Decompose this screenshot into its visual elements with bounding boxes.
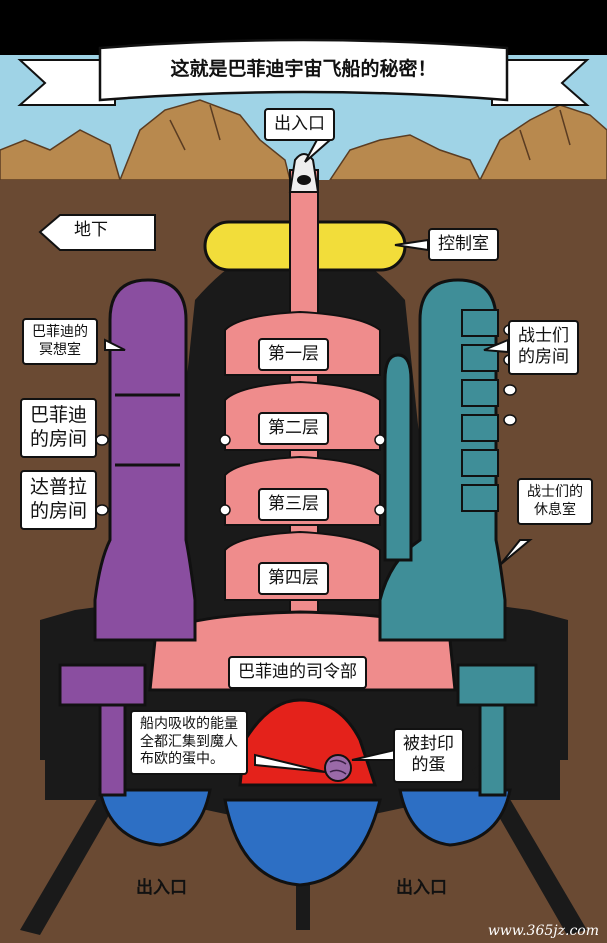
label-top-entrance: 出入口	[264, 108, 335, 142]
label-energy-line3: 布欧的蛋中。	[140, 751, 224, 767]
landing-pod-left	[98, 788, 212, 847]
left-tower	[93, 278, 197, 642]
label-warriors-rest-line2: 休息室	[534, 501, 576, 518]
banner	[98, 38, 509, 102]
label-floor-3: 第三层	[258, 488, 329, 522]
label-floor-2: 第二层	[258, 412, 329, 446]
label-sealed-egg: 被封印 的蛋	[393, 728, 464, 783]
label-command: 巴菲迪的司令部	[228, 656, 367, 690]
banner-title: 这就是巴菲迪宇宙飞船的秘密！	[170, 58, 437, 80]
label-energy-line1: 船内吸收的能量	[140, 716, 238, 732]
label-energy-line2: 全都汇集到魔人	[140, 733, 238, 750]
rock-center-left	[118, 99, 291, 181]
landing-pod-center	[223, 798, 382, 887]
watermark: www.365jz.com	[488, 923, 599, 939]
label-energy: 船内吸收的能量 全都汇集到魔人 布欧的蛋中。	[130, 710, 248, 775]
warriors-cells	[461, 309, 499, 512]
portholes	[95, 324, 517, 516]
underground-tag	[38, 214, 156, 251]
top-hatch-opening	[297, 175, 311, 185]
fin-left	[40, 610, 75, 760]
label-dabra-room: 达普拉 的房间	[20, 470, 98, 530]
label-warriors-room: 战士们 的房间	[508, 320, 579, 375]
label-babidi-room: 巴菲迪 的房间	[20, 398, 98, 458]
left-tower-arm	[58, 663, 147, 707]
landing-pod-right	[398, 788, 512, 847]
label-warriors-room-line1: 战士们	[518, 326, 569, 346]
label-dabra-room-line2: 的房间	[30, 499, 88, 522]
label-meditation-room-line1: 巴菲迪的	[32, 324, 88, 340]
label-sealed-egg-line2: 的蛋	[411, 755, 446, 776]
label-dabra-room-line1: 达普拉	[30, 476, 88, 498]
left-tower-stem	[98, 703, 127, 797]
label-sealed-egg-line1: 被封印	[403, 734, 454, 754]
label-warriors-rest-line1: 战士们的	[527, 484, 583, 500]
egg-pattern	[329, 759, 347, 775]
label-control-room: 控制室	[428, 228, 499, 262]
label-floor-4: 第四层	[258, 562, 329, 596]
callout-pointers	[104, 136, 533, 773]
label-babidi-room-line1: 巴菲迪	[30, 404, 88, 426]
right-tower-stem	[478, 703, 507, 797]
majin-buu-egg	[324, 754, 352, 782]
fin-right	[530, 610, 568, 760]
label-meditation-room: 巴菲迪的 冥想室	[22, 318, 98, 365]
label-babidi-room-line2: 的房间	[30, 427, 88, 450]
label-warriors-rest: 战士们的 休息室	[517, 478, 593, 525]
label-floor-1: 第一层	[258, 338, 329, 372]
rock-left	[0, 129, 121, 181]
top-hatch	[288, 153, 320, 193]
right-tower-stack	[383, 353, 413, 562]
rock-right	[478, 104, 607, 181]
label-underground: 地下	[74, 220, 108, 240]
rock-center-right	[328, 134, 482, 181]
label-meditation-room-line2: 冥想室	[39, 341, 81, 358]
label-warriors-room-line2: 的房间	[518, 347, 569, 368]
label-bottom-left-entrance: 出入口	[136, 878, 187, 898]
rock-details	[169, 104, 571, 161]
right-tower-arm	[456, 663, 538, 707]
label-bottom-right-entrance: 出入口	[396, 878, 447, 898]
